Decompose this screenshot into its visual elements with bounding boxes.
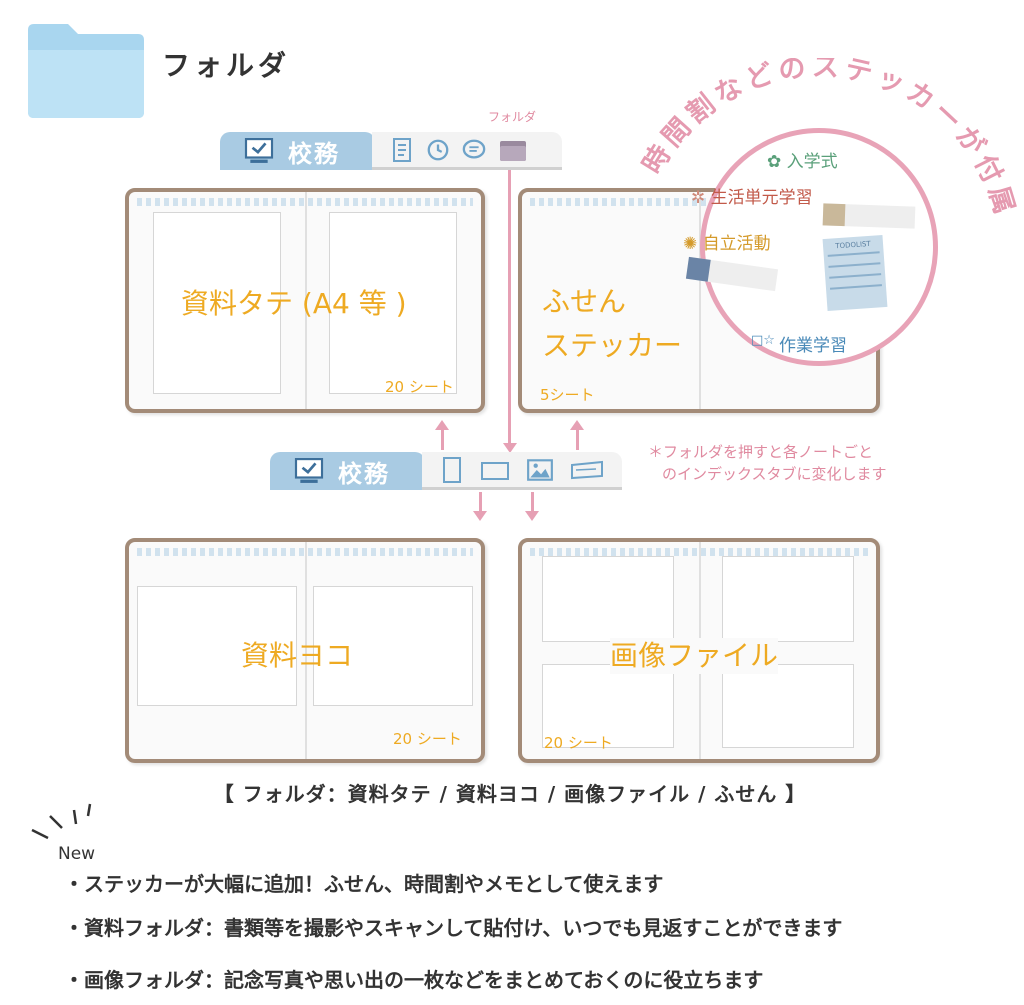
folder-note: ＊フォルダを押すと各ノートごと のインデックスタブに変化します: [648, 442, 887, 486]
tab-koumu[interactable]: 校務: [220, 132, 375, 170]
book-image-files[interactable]: 画像ファイル 20 シート: [518, 538, 880, 763]
sheet-count: 20 シート: [393, 730, 462, 748]
monitor-check-icon: [244, 138, 274, 163]
feature-bullet: ・ステッカーが大幅に追加！ふせん、時間割やメモとして使えます: [64, 872, 664, 896]
arrow-up-icon: [570, 420, 584, 430]
page-title: フォルダ: [162, 49, 291, 82]
gear-flower-icon: ✲: [691, 188, 706, 208]
tab-icon-row: [372, 132, 562, 170]
clock-icon[interactable]: [426, 137, 450, 163]
burst-icon: [31, 803, 92, 840]
document-icon[interactable]: [390, 137, 414, 163]
sheet-count: 5シート: [540, 386, 595, 404]
photo-slot: [542, 664, 674, 748]
landscape-page-icon[interactable]: [480, 457, 510, 483]
book-label-line2: ステッカー: [542, 329, 683, 362]
page-left: [153, 212, 281, 394]
arrow-down-icon: [503, 443, 517, 453]
flower-icon: ✿: [767, 152, 782, 172]
top-tabbar: 校務: [220, 132, 565, 170]
connector-line: [508, 170, 511, 445]
tab-label: 校務: [288, 139, 340, 168]
feature-bullet: ・資料フォルダ：書類等を撮影やスキャンして貼付け、いつでも見返すことができます: [64, 916, 843, 940]
arrow-up-icon: [435, 420, 449, 430]
sticker-sagyou: □☆: [751, 329, 775, 349]
page-left: [137, 586, 297, 706]
sticker-seikatsu: ✲ 生活単元学習: [691, 188, 813, 208]
folder-caption: 【 フォルダ：資料タテ / 資料ヨコ / 画像ファイル / ふせん 】: [213, 782, 807, 806]
sticker-sagyou-label: 作業学習: [779, 336, 847, 356]
feature-bullet: ・画像フォルダ：記念写真や思い出の一枚などをまとめておくのに役立ちます: [64, 968, 764, 992]
sticker-jiritsu: ✺ 自立活動: [683, 234, 771, 254]
sticker-preview-circle: ✿ 入学式 ✲ 生活単元学習 ✺ 自立活動 TODOLIST □☆ 作業学習: [683, 128, 938, 366]
tab-koumu[interactable]: 校務: [270, 452, 425, 490]
book-label: 資料タテ (A4 等 ): [181, 287, 407, 320]
folder-tab-caption: フォルダ: [488, 110, 537, 124]
sticky-note-icon[interactable]: [570, 457, 604, 483]
connector-line: [576, 428, 579, 450]
portrait-page-icon[interactable]: [440, 456, 464, 484]
masking-tape-sticker: [822, 203, 916, 229]
note-line: ＊フォルダを押すと各ノートごと: [648, 443, 874, 461]
speech-bubble-icon[interactable]: [462, 137, 486, 163]
folder-icon: [28, 24, 144, 118]
bottom-tabbar: 校務: [270, 452, 625, 490]
book-label-line1: ふせん: [542, 285, 627, 318]
tab-icon-row: [422, 452, 622, 490]
folder-icon[interactable]: [498, 137, 528, 163]
monitor-check-icon: [294, 458, 324, 483]
page-right: [313, 586, 473, 706]
note-line: のインデックスタブに変化します: [662, 464, 887, 483]
sparkle-icon: ✺: [683, 234, 698, 254]
shapes-icon: □☆: [751, 333, 775, 348]
book-portrait-documents[interactable]: 資料タテ (A4 等 ) 20 シート: [125, 188, 485, 413]
page-right: [329, 212, 457, 394]
sheet-count: 20 シート: [544, 734, 613, 752]
connector-line: [531, 492, 534, 512]
photo-slot: [722, 556, 854, 642]
book-spine: [305, 542, 307, 759]
sheet-count: 20 シート: [385, 378, 454, 396]
tab-label: 校務: [338, 459, 390, 488]
todo-list-sticker: TODOLIST: [822, 234, 888, 312]
new-badge: New: [58, 844, 96, 864]
connector-line: [479, 492, 482, 512]
book-label: 資料ヨコ: [241, 639, 354, 672]
photo-slot: [542, 556, 674, 642]
book-landscape-documents[interactable]: 資料ヨコ 20 シート: [125, 538, 485, 763]
book-spine: [699, 192, 701, 409]
book-spine: [305, 192, 307, 409]
arrow-down-icon: [473, 511, 487, 521]
photo-slot: [722, 664, 854, 748]
arrow-down-icon: [525, 511, 539, 521]
connector-line: [441, 428, 444, 450]
sticker-nyugakushiki: ✿ 入学式: [767, 152, 838, 172]
book-label: 画像ファイル: [610, 638, 779, 675]
image-icon[interactable]: [526, 457, 554, 483]
